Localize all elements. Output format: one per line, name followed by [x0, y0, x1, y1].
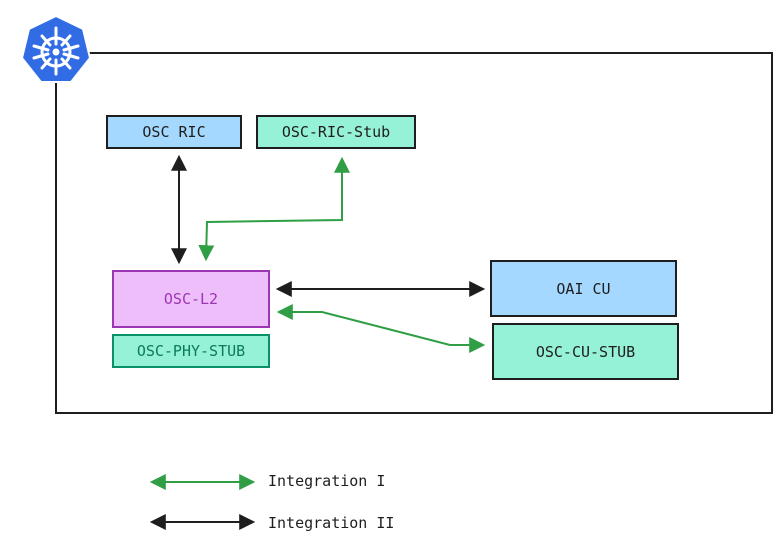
osc-ric-node: OSC RIC	[106, 115, 242, 149]
kubernetes-icon	[20, 14, 92, 83]
osc-phy-stub-node: OSC-PHY-STUB	[112, 334, 270, 368]
oai-cu-node: OAI CU	[490, 260, 677, 317]
legend-integration-1-label: Integration I	[268, 472, 386, 490]
osc-l2-node: OSC-L2	[112, 270, 270, 328]
osc-ric-stub-node: OSC-RIC-Stub	[256, 115, 416, 149]
legend-integration-2-label: Integration II	[268, 514, 395, 532]
cluster-frame	[55, 52, 773, 414]
osc-cu-stub-node: OSC-CU-STUB	[492, 323, 679, 380]
